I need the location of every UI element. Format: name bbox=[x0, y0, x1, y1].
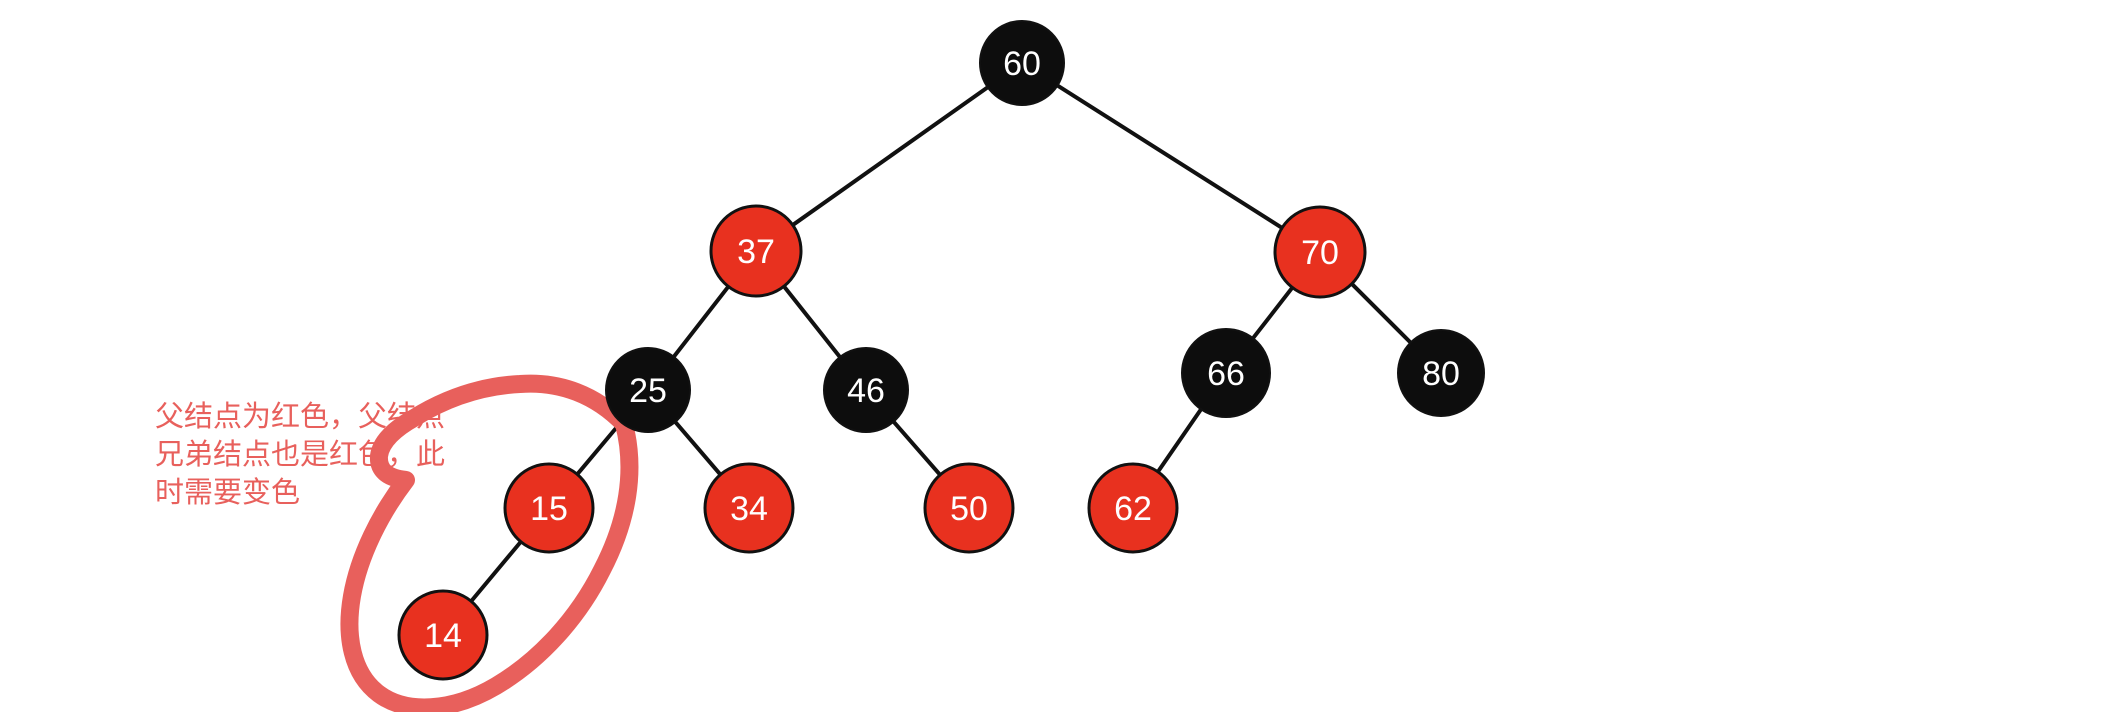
node-layer: 60 37 70 25 46 66 80 15 34 50 62 14 bbox=[397, 20, 1485, 681]
node-label-80: 80 bbox=[1422, 355, 1460, 393]
node-label-50: 50 bbox=[950, 490, 988, 528]
tree-edge-60-37 bbox=[789, 84, 992, 229]
node-circle-60 bbox=[979, 20, 1065, 106]
tree-edge-25-15 bbox=[573, 418, 625, 478]
tree-node-60[interactable]: 60 bbox=[979, 20, 1065, 106]
node-label-15: 15 bbox=[530, 490, 568, 528]
node-label-62: 62 bbox=[1114, 490, 1152, 528]
tree-node-25[interactable]: 25 bbox=[605, 347, 691, 433]
tree-node-62[interactable]: 62 bbox=[1087, 462, 1179, 554]
tree-node-70[interactable]: 70 bbox=[1273, 205, 1367, 299]
node-label-66: 66 bbox=[1207, 355, 1245, 393]
hand-drawn-highlight-oval bbox=[340, 374, 639, 712]
tree-node-34[interactable]: 34 bbox=[703, 462, 795, 554]
tree-node-37[interactable]: 37 bbox=[709, 204, 803, 298]
annotation-note: 父结点为红色，父结点兄弟结点也是红色，此时需要变色 bbox=[155, 401, 446, 509]
node-label-60: 60 bbox=[1003, 45, 1041, 83]
node-circle-66 bbox=[1181, 328, 1271, 418]
tree-edge-66-62 bbox=[1154, 405, 1205, 476]
tree-edge-70-80 bbox=[1348, 280, 1415, 347]
node-circle-34 bbox=[703, 462, 795, 554]
node-label-14: 14 bbox=[424, 617, 462, 655]
edge-layer bbox=[467, 82, 1415, 605]
tree-edge-15-14 bbox=[467, 538, 525, 605]
node-circle-70 bbox=[1273, 205, 1367, 299]
node-circle-62 bbox=[1087, 462, 1179, 554]
node-circle-46 bbox=[823, 347, 909, 433]
tree-node-80[interactable]: 80 bbox=[1397, 329, 1485, 417]
node-circle-80 bbox=[1397, 329, 1485, 417]
tree-edge-37-46 bbox=[780, 282, 844, 361]
node-circle-25 bbox=[605, 347, 691, 433]
tree-edge-25-34 bbox=[672, 418, 724, 479]
tree-edge-70-66 bbox=[1249, 283, 1296, 342]
node-label-70: 70 bbox=[1301, 234, 1339, 272]
node-circle-37 bbox=[709, 204, 803, 298]
node-label-37: 37 bbox=[737, 233, 775, 271]
tree-edge-46-50 bbox=[890, 418, 944, 479]
node-label-46: 46 bbox=[847, 372, 885, 410]
node-circle-14 bbox=[397, 589, 489, 681]
tree-node-50[interactable]: 50 bbox=[923, 462, 1015, 554]
node-label-34: 34 bbox=[730, 490, 768, 528]
tree-edge-60-70 bbox=[1053, 82, 1286, 231]
node-circle-15 bbox=[503, 462, 595, 554]
node-circle-50 bbox=[923, 462, 1015, 554]
tree-node-15[interactable]: 15 bbox=[503, 462, 595, 554]
tree-node-66[interactable]: 66 bbox=[1181, 328, 1271, 418]
tree-edge-37-25 bbox=[670, 282, 732, 361]
node-label-25: 25 bbox=[629, 372, 667, 410]
tree-node-46[interactable]: 46 bbox=[823, 347, 909, 433]
highlight-annotation-oval bbox=[340, 374, 639, 712]
tree-node-14[interactable]: 14 bbox=[397, 589, 489, 681]
